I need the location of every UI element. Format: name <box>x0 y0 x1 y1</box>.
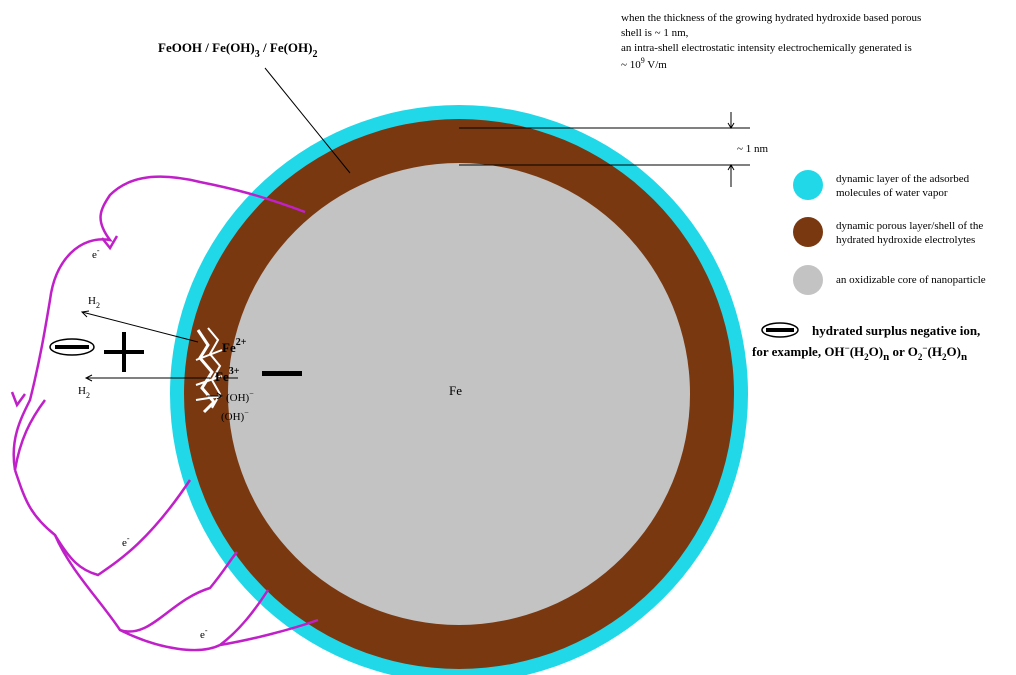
composition-leader <box>264 67 351 174</box>
legend-shell-line1: dynamic porous layer/shell of the <box>836 220 983 232</box>
legend-swatch-shell <box>793 217 823 247</box>
legend-shell-line2: hydrated hydroxide electrolytes <box>836 234 975 246</box>
h2-label-bottom: H2 <box>78 385 90 400</box>
legend: dynamic layer of the adsorbed molecules … <box>793 170 986 295</box>
negative-ion-legend: hydrated surplus negative ion, for examp… <box>752 322 980 363</box>
legend-core-line1: an oxidizable core of nanoparticle <box>836 274 986 286</box>
porous-pocket <box>193 325 223 415</box>
note-line-2: shell is ~ 1 nm, <box>621 27 689 39</box>
oh-ion-2: (OH)− <box>221 408 249 423</box>
electron-label-3: e- <box>200 626 208 641</box>
core-label: Fe <box>449 383 462 398</box>
hydrogen-arrows: H2 H2 <box>78 295 210 400</box>
h2-label-top: H2 <box>88 295 100 310</box>
electron-path-top <box>12 175 306 471</box>
left-negative-ion <box>49 338 95 356</box>
electron-label-1: e- <box>92 246 100 261</box>
oh-ion-1: (OH)− <box>226 389 254 404</box>
legend-swatch-core <box>793 265 823 295</box>
minus-sign <box>262 371 302 376</box>
thickness-dimension: ~ 1 nm <box>459 112 768 187</box>
legend-water-line1: dynamic layer of the adsorbed <box>836 173 970 185</box>
electron-path-lower <box>53 534 238 633</box>
electron-path-branch <box>13 399 47 471</box>
iron-core <box>228 163 690 625</box>
composition-label: FeOOH / Fe(OH)3 / Fe(OH)2 <box>158 40 317 60</box>
thickness-label: ~ 1 nm <box>737 143 768 155</box>
legend-water-line2: molecules of water vapor <box>836 187 948 199</box>
legend-swatch-water <box>793 170 823 200</box>
fe3-ion: Fe3+ <box>215 366 240 384</box>
plus-sign <box>104 332 144 372</box>
electron-path-bottom <box>119 589 319 652</box>
electron-paths <box>12 175 319 652</box>
note-line-1: when the thickness of the growing hydrat… <box>621 12 921 24</box>
electron-arrow-top <box>101 235 119 251</box>
fe2-ion: Fe2+ <box>222 337 247 355</box>
thickness-note: when the thickness of the growing hydrat… <box>621 12 921 71</box>
note-line-4: ~ 109 V/m <box>621 56 667 71</box>
negative-ion-title: hydrated surplus negative ion, <box>812 323 980 338</box>
electron-label-2: e- <box>122 534 130 549</box>
electron-path-mid <box>13 469 192 577</box>
ion-labels: Fe2+ Fe3+ (OH)− (OH)− <box>207 337 254 423</box>
note-line-3: an intra-shell electrostatic intensity e… <box>621 42 912 54</box>
electron-arrow-mid <box>10 391 27 408</box>
negative-ion-example: for example, OH−(H2O)n or O2−(H2O)n <box>752 343 967 363</box>
